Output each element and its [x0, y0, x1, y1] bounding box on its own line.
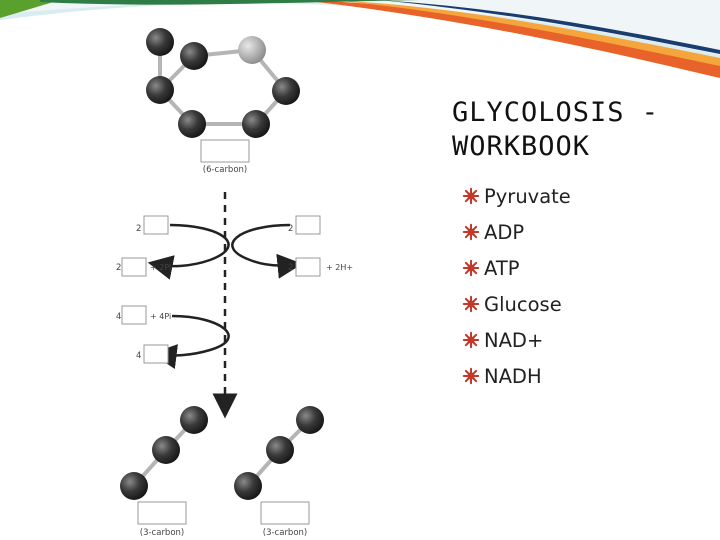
carbon-atom [272, 77, 300, 105]
term-label: Pyruvate [484, 184, 571, 208]
six-carbon-answer-box[interactable] [200, 139, 250, 163]
term-item: ADP [462, 214, 571, 250]
carbon-atom [296, 406, 324, 434]
carbon-atom [180, 406, 208, 434]
step1-left-curved-arrow [147, 223, 230, 280]
carbon-atom [152, 436, 180, 464]
term-item: Glucose [462, 286, 571, 322]
slide-title: GLYCOLOSIS - WORKBOOK [452, 97, 660, 162]
starburst-bullet-icon [462, 367, 480, 385]
six-carbon-label: (6-carbon) [203, 165, 247, 175]
carbon-atom [146, 76, 174, 104]
pyruvate-molecule-left [120, 406, 208, 500]
step1-right-bottom-answer-box[interactable] [295, 257, 321, 277]
glucose-molecule [158, 42, 288, 126]
step1-right-bottom-suffix: + 2H+ [326, 263, 353, 272]
term-label: NADH [484, 364, 542, 388]
step1-right-top-number: 2 [288, 224, 293, 234]
term-list: Pyruvate ADP ATP Glucose NAD+ NADH [462, 178, 571, 394]
term-label: ADP [484, 220, 525, 244]
carbon-atom [120, 472, 148, 500]
step1-left-bottom-answer-box[interactable] [121, 257, 147, 277]
carbon-atom [266, 436, 294, 464]
oxygen-atom [238, 36, 266, 64]
step1-right-top-answer-box[interactable] [295, 215, 321, 235]
carbon-atom [242, 110, 270, 138]
step1-right-curved-arrow [231, 223, 303, 279]
step2-left-curved-arrow [151, 314, 230, 369]
term-label: ATP [484, 256, 520, 280]
step2-left-bottom-number: 4 [136, 351, 141, 361]
step1-left-top-number: 2 [136, 224, 141, 234]
left-three-carbon-label: (3-carbon) [140, 528, 184, 538]
carbon-atom [234, 472, 262, 500]
right-three-carbon-answer-box[interactable] [260, 501, 310, 525]
carbon-atom [180, 42, 208, 70]
step1-right-bottom-number: 2 [288, 263, 293, 273]
term-item: ATP [462, 250, 571, 286]
carbon-atom [146, 28, 174, 56]
left-three-carbon-answer-box[interactable] [137, 501, 187, 525]
starburst-bullet-icon [462, 295, 480, 313]
term-item: Pyruvate [462, 178, 571, 214]
starburst-bullet-icon [462, 223, 480, 241]
starburst-bullet-icon [462, 259, 480, 277]
term-item: NADH [462, 358, 571, 394]
term-label: NAD+ [484, 328, 544, 352]
starburst-bullet-icon [462, 331, 480, 349]
right-three-carbon-label: (3-carbon) [263, 528, 307, 538]
glycolysis-diagram: (6-carbon) 2 2 + 2Pi 2 2 + 2H+ 4 + 4Pi 4… [116, 28, 353, 538]
term-item: NAD+ [462, 322, 571, 358]
header-swoosh-banner [0, 0, 720, 78]
step2-left-bottom-answer-box[interactable] [143, 344, 169, 364]
term-label: Glucose [484, 292, 562, 316]
starburst-bullet-icon [462, 187, 480, 205]
step2-left-top-number: 4 [116, 312, 121, 322]
step2-left-top-answer-box[interactable] [121, 305, 147, 325]
step1-left-bottom-suffix: + 2Pi [150, 263, 171, 272]
step1-left-bottom-number: 2 [116, 263, 121, 273]
step1-left-top-answer-box[interactable] [143, 215, 169, 235]
pyruvate-molecule-right [234, 406, 324, 500]
step2-left-top-suffix: + 4Pi [150, 312, 171, 321]
carbon-atom [178, 110, 206, 138]
